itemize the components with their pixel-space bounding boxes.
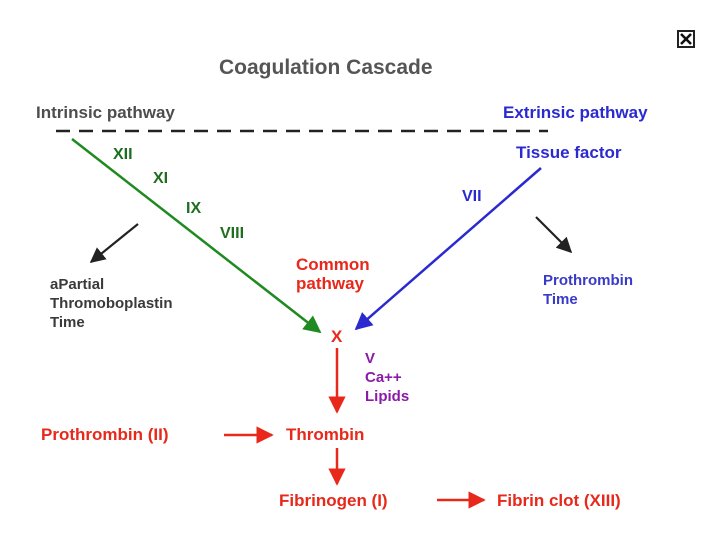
diagram-title: Coagulation Cascade: [219, 56, 433, 79]
aptt-label: aPartial Thromoboplastin Time: [50, 276, 173, 332]
factor-viii: VIII: [220, 225, 245, 242]
close-x-icon[interactable]: [677, 30, 695, 48]
tissue-factor-label: Tissue factor: [516, 143, 622, 162]
common-pathway-label: Common pathway: [296, 255, 370, 293]
factor-xii: XII: [113, 146, 133, 163]
extrinsic-arrow: [354, 167, 542, 331]
common-line-1: Common: [296, 255, 370, 274]
thrombin-label: Thrombin: [286, 425, 365, 444]
pt-line-1: Prothrombin: [543, 272, 633, 289]
prothrombin-label: Prothrombin (II): [41, 425, 169, 444]
intrinsic-pathway-label: Intrinsic pathway: [36, 103, 175, 122]
common-line-2: pathway: [296, 274, 365, 294]
cofactor-lipids: Lipids: [365, 387, 410, 405]
pt-line-2: Time: [543, 290, 578, 308]
cofactors-list: V Ca++ Lipids: [365, 350, 409, 406]
factor-xi: XI: [153, 170, 169, 187]
factor-ix: IX: [186, 200, 202, 217]
extrinsic-pathway-label: Extrinsic pathway: [503, 103, 648, 122]
pt-arrow: [535, 216, 573, 254]
pt-label: Prothrombin Time: [543, 272, 633, 310]
fibrin-clot-label: Fibrin clot (XIII): [497, 491, 621, 510]
factor-x: X: [331, 327, 343, 346]
factor-vii: VII: [462, 188, 482, 205]
cofactor-v: V: [365, 350, 376, 367]
aptt-line-2: Thromoboplastin: [50, 294, 173, 312]
intrinsic-arrow: [71, 138, 322, 334]
close-x-glyph: [680, 33, 692, 45]
aptt-line-1: aPartial: [50, 276, 105, 293]
aptt-line-3: Time: [50, 313, 85, 331]
aptt-arrow: [89, 223, 139, 263]
cofactor-calcium: Ca++: [365, 368, 402, 386]
fibrinogen-label: Fibrinogen (I): [279, 491, 388, 510]
